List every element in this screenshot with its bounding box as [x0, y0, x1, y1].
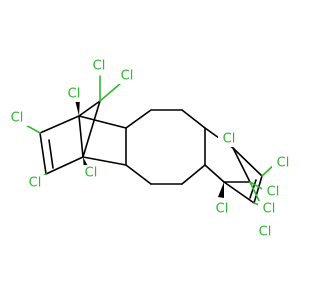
- atom-label-cl: Cl: [121, 69, 134, 84]
- bond: [45, 156, 84, 175]
- atom-label-cl: Cl: [11, 111, 24, 126]
- cl-atom: Cl: [6, 110, 28, 126]
- atom-label-cl: Cl: [85, 166, 98, 181]
- wedge-bond: [218, 182, 224, 198]
- atom-label-cl: Cl: [223, 132, 236, 147]
- label-background: [218, 131, 240, 147]
- atom-label-cl: Cl: [68, 87, 81, 102]
- atom-label-cl: Cl: [267, 185, 280, 200]
- atom-label-cl: Cl: [216, 202, 229, 217]
- cl-atom: Cl: [80, 165, 102, 181]
- bond: [223, 181, 255, 204]
- cl-atom: Cl: [262, 184, 284, 200]
- label-background: [80, 165, 102, 181]
- atom-label-cl: Cl: [29, 176, 42, 191]
- bond: [204, 164, 225, 183]
- cl-atom: Cl: [254, 224, 276, 240]
- bond: [39, 115, 80, 134]
- bond: [232, 147, 251, 183]
- label-background: [272, 155, 294, 171]
- atom-label-cl: Cl: [277, 156, 290, 171]
- bond: [232, 147, 263, 177]
- label-background: [211, 201, 233, 217]
- cl-atom: Cl: [24, 175, 46, 191]
- label-background: [258, 201, 280, 217]
- cl-atom: Cl: [116, 68, 138, 84]
- bond: [78, 100, 101, 117]
- bond: [82, 100, 101, 158]
- cl-atom: Cl: [272, 155, 294, 171]
- cl-atom: Cl: [258, 201, 280, 217]
- label-background: [254, 224, 276, 240]
- molecule-structure-diagram: Cl Cl Cl Cl Cl Cl Cl Cl: [6, 58, 294, 240]
- bond: [181, 109, 206, 129]
- bond: [99, 82, 122, 102]
- bond: [82, 156, 127, 166]
- atom-labels: Cl Cl Cl Cl Cl Cl Cl Cl: [6, 58, 294, 240]
- bond-double: [48, 139, 54, 169]
- bond: [125, 164, 152, 185]
- cl-atom: Cl: [63, 86, 85, 102]
- label-background: [24, 175, 46, 191]
- cl-atom: Cl: [88, 58, 110, 74]
- bond: [78, 115, 127, 129]
- bond: [125, 109, 152, 129]
- bond: [181, 164, 206, 185]
- bond: [39, 132, 47, 175]
- bond: [78, 115, 84, 158]
- stereo-bonds: [74, 96, 235, 198]
- label-background: [63, 86, 85, 102]
- cl-atom: Cl: [218, 131, 240, 147]
- bond: [253, 175, 263, 204]
- label-background: [116, 68, 138, 84]
- label-background: [262, 184, 284, 200]
- atom-label-cl: Cl: [93, 59, 106, 74]
- label-background: [88, 58, 110, 74]
- atom-label-cl: Cl: [259, 225, 272, 240]
- carbon-skeleton: [39, 100, 263, 204]
- label-background: [6, 110, 28, 126]
- cl-atom: Cl: [211, 201, 233, 217]
- atom-label-cl: Cl: [263, 202, 276, 217]
